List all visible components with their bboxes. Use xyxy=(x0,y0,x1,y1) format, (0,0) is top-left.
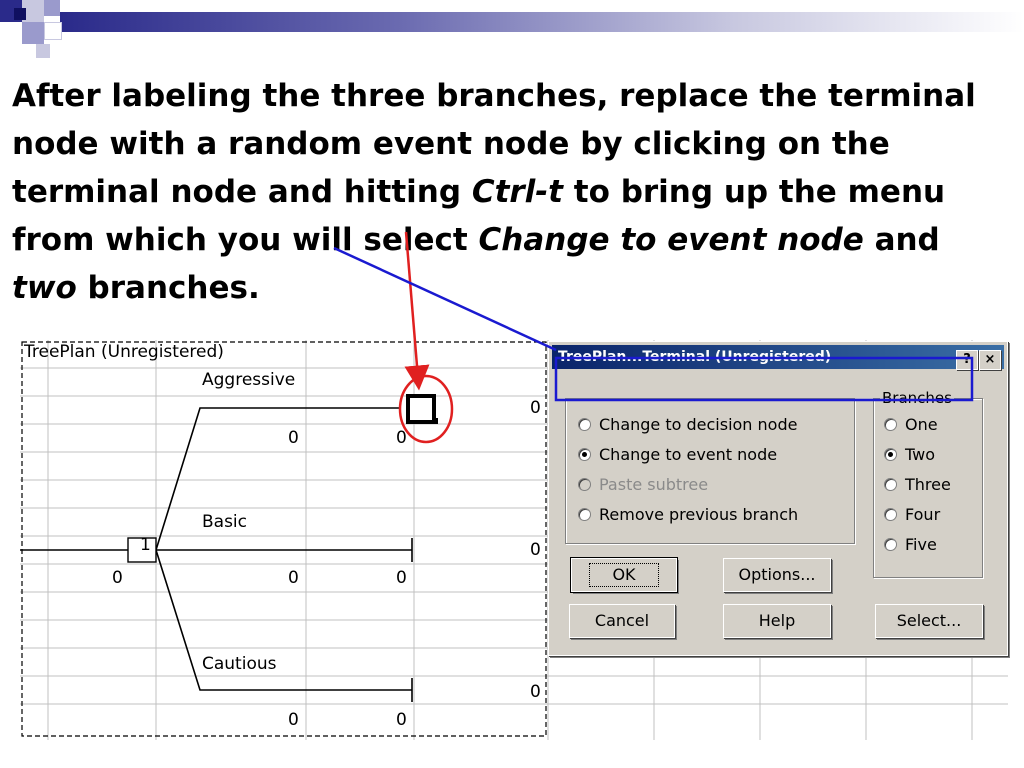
dialog-title-bar[interactable]: TreePlan...Terminal (Unregistered) ? × xyxy=(552,345,1004,370)
option-label: Five xyxy=(905,535,937,554)
branch-payoff: 0 xyxy=(530,682,541,702)
branch-option-four[interactable]: Four xyxy=(884,505,940,524)
decision-node-label: 1 xyxy=(140,535,151,555)
sheet-title: TreePlan (Unregistered) xyxy=(24,342,224,362)
instruction-branch-count: two xyxy=(12,270,77,306)
option-label: One xyxy=(905,415,938,434)
branch-label-aggressive: Aggressive xyxy=(202,370,296,390)
option-remove-previous-branch[interactable]: Remove previous branch xyxy=(578,505,798,524)
deco-square xyxy=(44,0,60,16)
radio-selected-icon[interactable] xyxy=(884,448,897,461)
radio-icon[interactable] xyxy=(884,538,897,551)
option-label: Four xyxy=(905,505,941,524)
option-label: Change to decision node xyxy=(599,415,798,434)
treeplan-terminal-dialog[interactable]: TreePlan...Terminal (Unregistered) ? × C… xyxy=(548,341,1008,656)
branch-option-five[interactable]: Five xyxy=(884,535,937,554)
branch-value: 0 xyxy=(396,568,407,588)
ok-button[interactable]: OK xyxy=(570,557,678,593)
selection-border xyxy=(21,341,547,737)
header-bar xyxy=(60,12,1024,32)
instruction-part: After labeling the three branches, repla… xyxy=(12,78,976,210)
branch-label-basic: Basic xyxy=(202,512,248,532)
decision-node[interactable] xyxy=(127,537,157,563)
option-label: Two xyxy=(905,445,935,464)
radio-icon[interactable] xyxy=(578,508,591,521)
select-button[interactable]: Select... xyxy=(875,604,983,638)
branch-option-three[interactable]: Three xyxy=(884,475,951,494)
terminal-node[interactable] xyxy=(406,394,436,424)
option-label: Three xyxy=(905,475,951,494)
branch-value: 0 xyxy=(396,428,407,448)
terminal-node-handle xyxy=(432,418,438,424)
deco-square xyxy=(36,44,50,58)
root-value: 0 xyxy=(112,568,123,588)
instruction-part: and xyxy=(863,222,940,258)
radio-disabled-icon xyxy=(578,478,591,491)
instruction-menu-item: Change to event node xyxy=(478,222,864,258)
deco-square xyxy=(44,22,62,40)
deco-square xyxy=(14,8,26,20)
branch-cost: 0 xyxy=(288,428,299,448)
option-change-to-event[interactable]: Change to event node xyxy=(578,445,777,464)
option-paste-subtree: Paste subtree xyxy=(578,475,708,494)
deco-square xyxy=(22,0,44,22)
option-label: Change to event node xyxy=(599,445,778,464)
option-label: Remove previous branch xyxy=(599,505,799,524)
branch-option-one[interactable]: One xyxy=(884,415,938,434)
option-label: Paste subtree xyxy=(599,475,709,494)
branch-cost: 0 xyxy=(288,568,299,588)
decision-tree xyxy=(20,407,413,702)
deco-square xyxy=(22,22,44,44)
radio-icon[interactable] xyxy=(884,478,897,491)
branches-legend: Branches xyxy=(880,389,954,407)
branch-payoff: 0 xyxy=(530,398,541,418)
branch-cost: 0 xyxy=(288,710,299,730)
dialog-title: TreePlan...Terminal (Unregistered) xyxy=(558,349,832,365)
close-button[interactable]: × xyxy=(979,350,1001,370)
radio-icon[interactable] xyxy=(884,418,897,431)
instruction-shortcut: Ctrl-t xyxy=(471,174,563,210)
ok-button-label: OK xyxy=(589,563,659,587)
radio-selected-icon[interactable] xyxy=(578,448,591,461)
instruction-text: After labeling the three branches, repla… xyxy=(12,72,1012,312)
action-group: Change to decision node Change to event … xyxy=(565,398,855,544)
cancel-button[interactable]: Cancel xyxy=(569,604,675,638)
branch-value: 0 xyxy=(396,710,407,730)
branch-payoff: 0 xyxy=(530,540,541,560)
branch-label-cautious: Cautious xyxy=(202,654,277,674)
instruction-part: branches. xyxy=(76,270,260,306)
options-button[interactable]: Options... xyxy=(723,558,831,592)
help-title-button[interactable]: ? xyxy=(956,350,978,370)
radio-icon[interactable] xyxy=(884,508,897,521)
option-change-to-decision[interactable]: Change to decision node xyxy=(578,415,797,434)
radio-icon[interactable] xyxy=(578,418,591,431)
help-button[interactable]: Help xyxy=(723,604,831,638)
branch-option-two[interactable]: Two xyxy=(884,445,935,464)
branches-group: Branches One Two Three Four Five xyxy=(873,389,983,578)
